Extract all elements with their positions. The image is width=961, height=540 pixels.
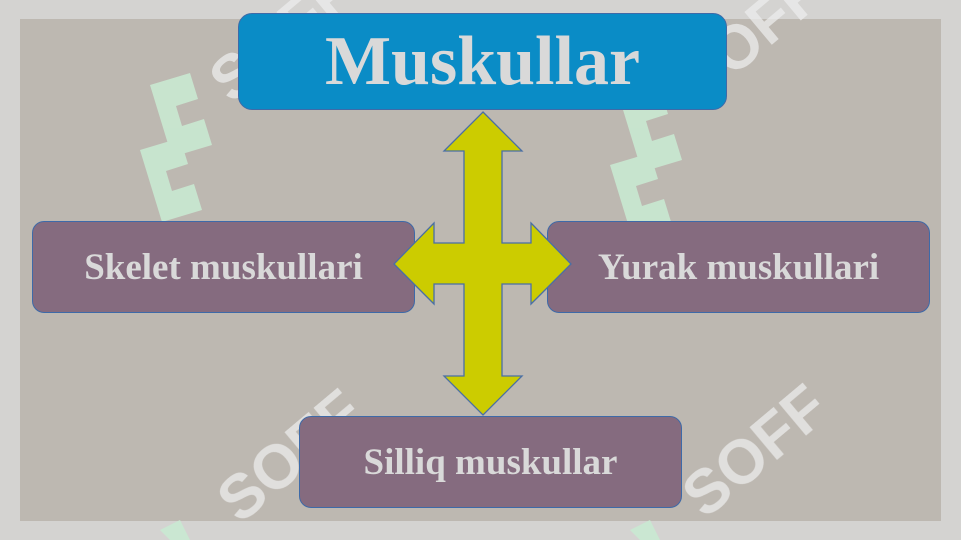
cardiac-muscles-label: Yurak muskullari bbox=[597, 246, 880, 288]
skeletal-muscles-box: Skelet muskullari bbox=[32, 221, 415, 313]
title-box: Muskullar bbox=[238, 13, 727, 110]
skeletal-muscles-label: Skelet muskullari bbox=[84, 246, 363, 288]
smooth-muscles-box: Silliq muskullar bbox=[299, 416, 682, 508]
title-text: Muskullar bbox=[324, 22, 641, 100]
smooth-muscles-label: Silliq muskullar bbox=[363, 441, 618, 483]
cardiac-muscles-box: Yurak muskullari bbox=[547, 221, 930, 313]
